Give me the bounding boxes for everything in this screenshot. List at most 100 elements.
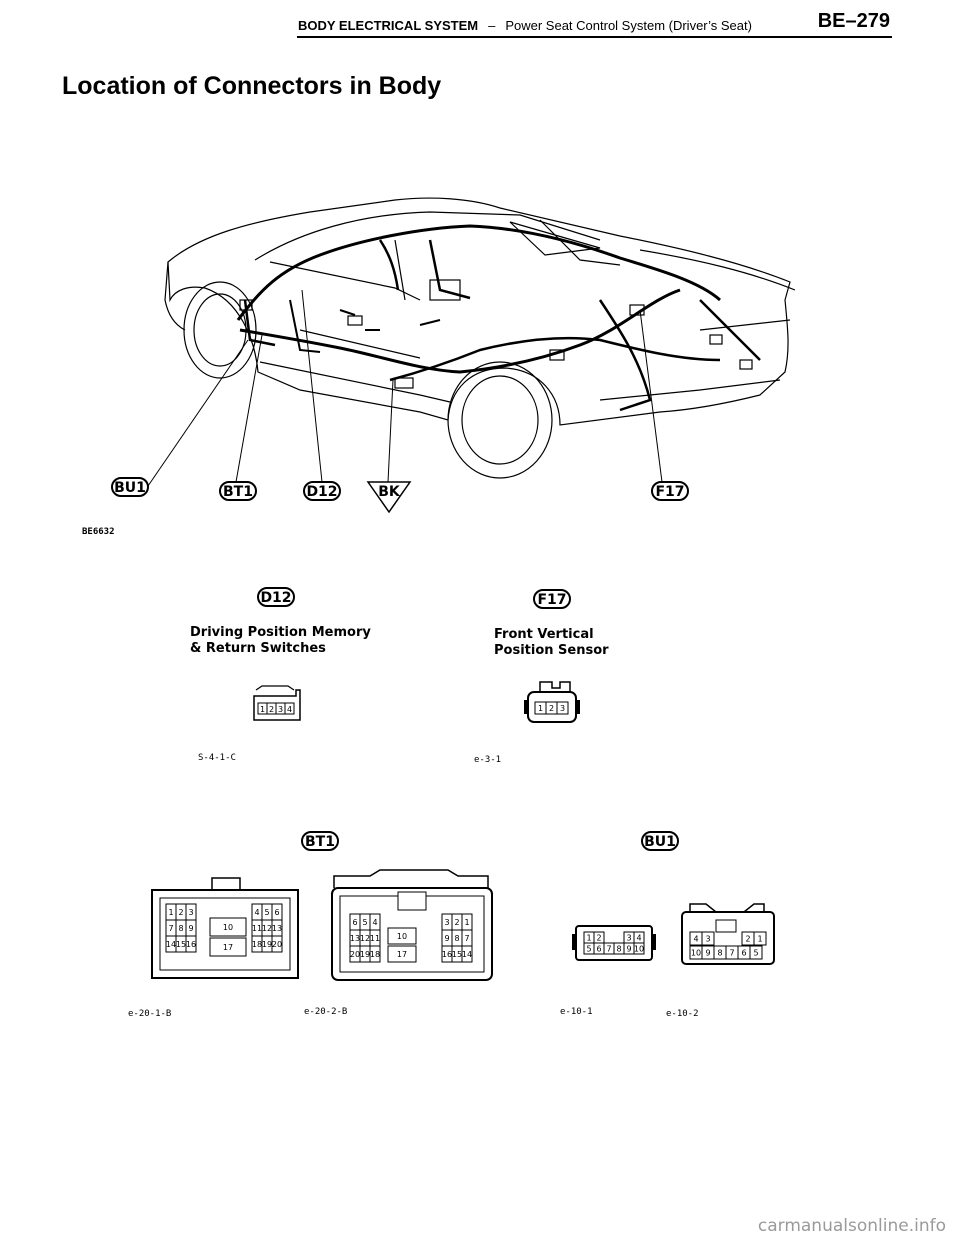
bt1-b-pin-label: 10 xyxy=(397,932,407,941)
bt1-a-pin-label: 10 xyxy=(223,923,233,932)
section-name: BODY ELECTRICAL SYSTEM xyxy=(298,18,479,33)
svg-text:3: 3 xyxy=(278,705,283,714)
bt1-a-pin-label: 5 xyxy=(264,908,269,917)
connector-f17: F17 Front Vertical Position Sensor 1 2 3… xyxy=(474,589,609,765)
bt1-a-pin-label: 12 xyxy=(262,924,272,933)
bt1-a-pin-label: 7 xyxy=(168,924,173,933)
bt1-b-pin-label: 15 xyxy=(452,950,462,959)
header-rule xyxy=(297,36,892,38)
bu1-a-pin-label: 8 xyxy=(616,945,621,954)
page-number: BE–279 xyxy=(817,10,890,32)
bt1-b-pin-label: 18 xyxy=(370,950,380,959)
figure-code: BE6632 xyxy=(82,527,115,537)
bt1-a-pin-cell xyxy=(209,937,247,957)
bu1-b-pin-label: 4 xyxy=(693,935,698,944)
bu1-a-pin-label: 2 xyxy=(596,934,601,943)
bt1-b-pin-label: 7 xyxy=(464,934,469,943)
f17-pin-grid: 1 2 3 xyxy=(534,701,569,715)
bt1-a-code: e-20-1-B xyxy=(128,1009,171,1019)
svg-text:1: 1 xyxy=(260,705,265,714)
bu1-b-pin-label: 2 xyxy=(745,935,750,944)
svg-text:BU1: BU1 xyxy=(114,480,146,496)
d12-tag: D12 xyxy=(260,590,291,606)
bt1-b-pin-label: 17 xyxy=(397,950,407,959)
bu1-a-pin-cell xyxy=(633,942,645,955)
svg-text:D12: D12 xyxy=(306,484,337,500)
bt1-a-pin-label: 3 xyxy=(188,908,193,917)
bu1-b-pin-cell xyxy=(701,931,715,946)
bu1-a-pin-label: 3 xyxy=(626,934,631,943)
callout-bt1: BT1 xyxy=(219,481,257,501)
leader-lines xyxy=(147,289,663,487)
bt1-b-pin-label: 3 xyxy=(444,918,449,927)
d12-pin-grid: 1 2 3 4 xyxy=(257,702,295,715)
bt1-b-pin-cell xyxy=(461,945,473,963)
bt1-b-pin-cell xyxy=(387,945,417,963)
bt1-b-pin-label: 12 xyxy=(360,934,370,943)
callout-bk: BK xyxy=(366,481,412,514)
f17-name-line2: Position Sensor xyxy=(494,643,609,658)
bt1-a-pin-label: 18 xyxy=(252,940,262,949)
f17-code: e-3-1 xyxy=(474,755,501,765)
bt1-b-pin-label: 13 xyxy=(350,934,360,943)
svg-text:3: 3 xyxy=(560,704,565,713)
bu1-b-pin-label: 1 xyxy=(757,935,762,944)
svg-text:2: 2 xyxy=(269,705,274,714)
bt1-b-pin-cell xyxy=(387,927,417,945)
svg-text:2: 2 xyxy=(549,704,554,713)
svg-text:4: 4 xyxy=(287,705,292,714)
connector-d12: D12 Driving Position Memory & Return Swi… xyxy=(190,587,371,763)
bu1-b-pin-cell xyxy=(749,945,763,960)
bt1-a-pin-label: 6 xyxy=(274,908,279,917)
bt1-a-pin-label: 4 xyxy=(254,908,259,917)
bu1-a-pin-label: 4 xyxy=(636,934,641,943)
bu1-tag: BU1 xyxy=(644,834,676,850)
callout-f17: F17 xyxy=(651,481,689,501)
d12-name-line1: Driving Position Memory xyxy=(190,625,371,640)
bt1-b-pin-label: 11 xyxy=(370,934,380,943)
bt1-b-pin-label: 16 xyxy=(442,950,452,959)
bu1-b-pin-cell xyxy=(753,931,767,946)
svg-text:BK: BK xyxy=(378,484,401,500)
svg-text:F17: F17 xyxy=(655,484,684,500)
bt1-a-pin-label: 17 xyxy=(223,943,233,952)
bu1-b-pin-label: 8 xyxy=(717,949,722,958)
svg-text:1: 1 xyxy=(538,704,543,713)
bu1-a-pin-label: 7 xyxy=(606,945,611,954)
bt1-b-pin-label: 20 xyxy=(350,950,360,959)
bt1-a-pin-cell xyxy=(185,935,197,953)
bt1-a-pin-label: 15 xyxy=(176,940,186,949)
bu1-b-pin-label: 5 xyxy=(753,949,758,958)
running-header: BODY ELECTRICAL SYSTEM–Power Seat Contro… xyxy=(298,18,752,33)
bt1-b-pin-label: 1 xyxy=(464,918,469,927)
bt1-b-pin-label: 4 xyxy=(372,918,377,927)
bt1-a-pin-label: 14 xyxy=(166,940,176,949)
bt1-b-pin-cell xyxy=(369,945,381,963)
bu1-b-pin-label: 7 xyxy=(729,949,734,958)
bt1-a-pin-label: 2 xyxy=(178,908,183,917)
bt1-a-pin-label: 9 xyxy=(188,924,193,933)
bt1-a-pin-label: 1 xyxy=(168,908,173,917)
bu1-b-code: e-10-2 xyxy=(666,1009,699,1019)
f17-name-line1: Front Vertical xyxy=(494,627,594,642)
bu1-b-pin-label: 3 xyxy=(705,935,710,944)
bt1-a-pin-cell xyxy=(271,935,283,953)
f17-tag: F17 xyxy=(537,592,566,608)
bt1-a-pin-label: 11 xyxy=(252,924,262,933)
bu1-a-pin-label: 6 xyxy=(596,945,601,954)
bt1-a-pin-cell xyxy=(209,917,247,937)
bt1-b-pin-label: 9 xyxy=(444,934,449,943)
header-dash: – xyxy=(488,18,496,33)
bt1-b-pin-label: 6 xyxy=(352,918,357,927)
bt1-b-pin-label: 14 xyxy=(462,950,472,959)
